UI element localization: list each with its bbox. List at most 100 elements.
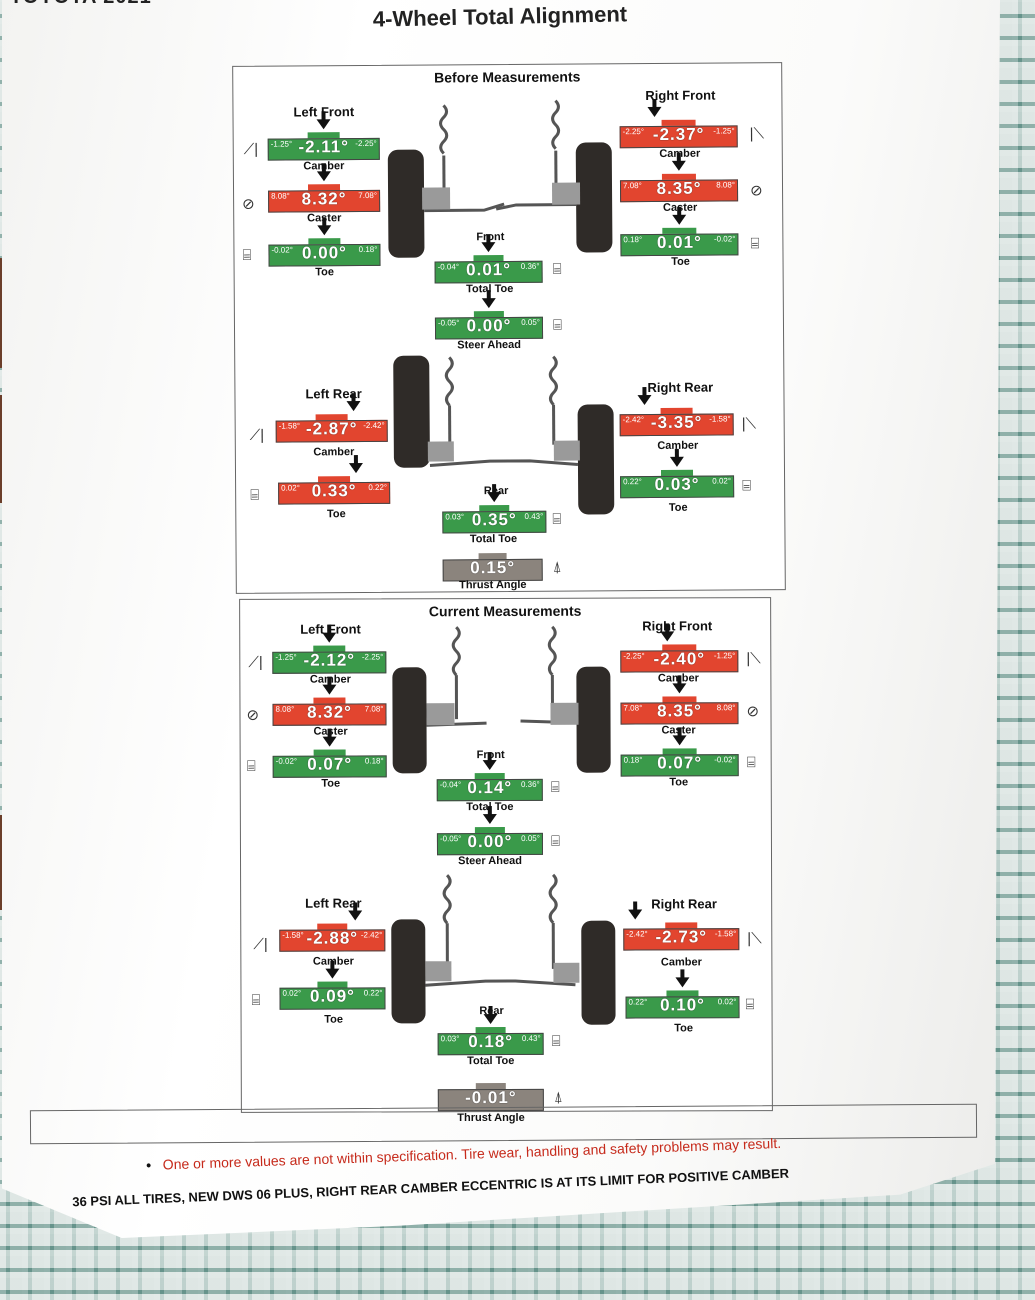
toe-icon: ⌸	[746, 754, 756, 772]
lf-caster-gauge: 8.08° 7.08° 8.32°	[272, 684, 387, 726]
camber-icon: |⟍	[747, 930, 762, 948]
rear-total-toe-value: 0.35°	[471, 509, 517, 530]
caster-icon: ⊘	[246, 706, 260, 724]
camber-icon: ⟋|	[248, 653, 263, 671]
camber-icon: |⟍	[749, 125, 765, 143]
lr-toe-value: 0.33°	[311, 481, 357, 501]
thrust-angle-value: -0.01°	[465, 1087, 517, 1108]
caster-icon: ⊘	[749, 182, 763, 200]
rf-toe-gauge: 0.18° -0.02° 0.01°	[620, 214, 739, 257]
camber-icon: ⟋|	[249, 426, 265, 444]
indicator-arrow	[316, 119, 331, 130]
front-total-toe-value: 0.01°	[466, 259, 512, 280]
toe-icon: ⌸	[552, 510, 562, 528]
rear-total-toe-value: 0.18°	[468, 1031, 514, 1052]
rf-caster-value: 8.35°	[657, 701, 702, 721]
rr-toe-value: 0.03°	[654, 474, 700, 494]
rf-caster-gauge: 7.08° 8.08° 8.35°	[620, 683, 739, 725]
toe-icon: ⌸	[750, 235, 760, 253]
lr-toe-label: Toe	[324, 1013, 343, 1026]
camber-icon: ⟋|	[243, 140, 259, 158]
toe-icon: ⌸	[246, 757, 256, 775]
lf-camber-gauge: -1.25° -2.25° -2.11°	[267, 119, 380, 161]
header-cut-text: TOYOTA 2021	[10, 0, 1010, 8]
camber-icon: |⟍	[746, 650, 761, 668]
lf-toe-gauge: -0.02° 0.18° 0.00°	[268, 225, 381, 267]
rf-camber-gauge: -2.25° -1.25° -2.37°	[619, 106, 738, 149]
rf-toe-gauge: 0.18° -0.02° 0.07°	[620, 735, 739, 777]
rr-toe-gauge: 0.22° 0.02° 0.10°	[625, 977, 740, 1019]
lf-caster-value: 8.32°	[301, 189, 347, 209]
rf-caster-gauge: 7.08° 8.08° 8.35°	[619, 160, 739, 203]
thrust-icon: ⍋	[552, 558, 562, 576]
steering-icon: ⌸	[552, 316, 563, 334]
toe-icon: ⌸	[250, 486, 260, 504]
front-total-toe-gauge: -0.04° 0.36° 0.01°	[434, 242, 543, 284]
thrust-angle-gauge: -0.01°	[437, 1083, 544, 1112]
toe-icon: ⌸	[242, 246, 252, 264]
lf-toe-value: 0.00°	[301, 243, 347, 263]
rf-camber-value: -2.40°	[653, 649, 706, 669]
lf-camber-value: -2.12°	[303, 650, 356, 670]
lf-toe-value: 0.07°	[307, 754, 353, 774]
rf-camber-value: -2.37°	[652, 124, 705, 144]
front-total-toe-gauge: -0.04° 0.36° 0.14°	[436, 760, 543, 802]
rr-camber-gauge: -2.42° -1.58° -3.35°	[619, 395, 734, 437]
right-rear-label: Right Rear	[647, 379, 714, 396]
rr-toe-gauge: 0.22° 0.02° 0.03°	[620, 456, 735, 499]
rear-total-toe-gauge: 0.03° 0.43° 0.35°	[442, 492, 547, 534]
lf-camber-value: -2.11°	[298, 137, 350, 157]
lr-toe-gauge: 0.02° 0.22° 0.33°	[278, 463, 391, 505]
steer-ahead-value: 0.00°	[467, 831, 513, 852]
toe-icon: ⌸	[745, 996, 755, 1014]
toe-icon: ⌸	[550, 778, 560, 796]
steer-ahead-gauge: -0.05° 0.05° 0.00°	[436, 814, 543, 856]
thrust-angle-label: Thrust Angle	[459, 578, 527, 592]
rf-toe-label: Toe	[669, 776, 689, 789]
lr-camber-gauge: -1.58° -2.42° -2.87°	[275, 401, 388, 443]
rear-total-toe-label: Total Toe	[467, 1054, 515, 1068]
rr-toe-label: Toe	[668, 501, 688, 514]
steering-icon: ⌸	[550, 832, 560, 850]
thrust-icon: ⍋	[553, 1088, 563, 1106]
rr-camber-value: -2.73°	[655, 927, 708, 947]
toe-icon: ⌸	[551, 1032, 561, 1050]
thrust-angle-gauge: 0.15°	[442, 553, 543, 582]
rf-caster-value: 8.35°	[656, 178, 702, 198]
rf-toe-value: 0.01°	[656, 232, 702, 252]
toe-icon: ⌸	[742, 477, 752, 495]
rr-camber-label: Camber	[660, 956, 702, 969]
rear-total-toe-gauge: 0.03° 0.43° 0.18°	[437, 1014, 544, 1056]
lr-camber-value: -2.88°	[306, 928, 359, 948]
toe-icon: ⌸	[552, 260, 562, 278]
rr-camber-gauge: -2.42° -1.58° -2.73°	[623, 909, 740, 951]
right-rear-label: Right Rear	[651, 896, 717, 912]
front-suspension-diagram	[387, 99, 615, 515]
caster-icon: ⊘	[746, 703, 760, 721]
lr-camber-gauge: -1.58° -2.42° -2.88°	[279, 910, 386, 952]
lf-toe-gauge: -0.02° 0.18° 0.07°	[272, 736, 387, 778]
caster-icon: ⊘	[242, 195, 255, 213]
thrust-angle-value: 0.15°	[470, 557, 516, 578]
notes-box	[29, 1103, 978, 1145]
current-measurements-panel: Current Measurements Left F	[239, 597, 773, 1113]
steer-ahead-gauge: -0.05° 0.05° 0.00°	[434, 298, 544, 340]
lf-toe-label: Toe	[315, 266, 335, 279]
lr-camber-value: -2.87°	[305, 419, 358, 439]
lr-toe-label: Toe	[326, 508, 346, 521]
camber-icon: |⟍	[741, 415, 757, 433]
rr-toe-label: Toe	[674, 1022, 694, 1035]
rr-camber-value: -3.35°	[650, 412, 703, 433]
lf-camber-gauge: -1.25° -2.25° -2.12°	[272, 632, 387, 674]
toe-icon: ⌸	[251, 991, 261, 1009]
suspension-diagram	[391, 625, 616, 1025]
rf-toe-label: Toe	[671, 255, 690, 268]
rear-total-toe-label: Total Toe	[469, 532, 518, 546]
camber-icon: ⟋|	[253, 935, 268, 953]
front-total-toe-value: 0.14°	[467, 777, 513, 798]
lr-toe-value: 0.09°	[310, 986, 355, 1006]
rf-camber-gauge: -2.25° -1.25° -2.40°	[620, 631, 739, 673]
right-front-label: Right Front	[642, 618, 713, 634]
rf-toe-value: 0.07°	[657, 753, 703, 773]
rr-toe-value: 0.10°	[660, 995, 705, 1015]
